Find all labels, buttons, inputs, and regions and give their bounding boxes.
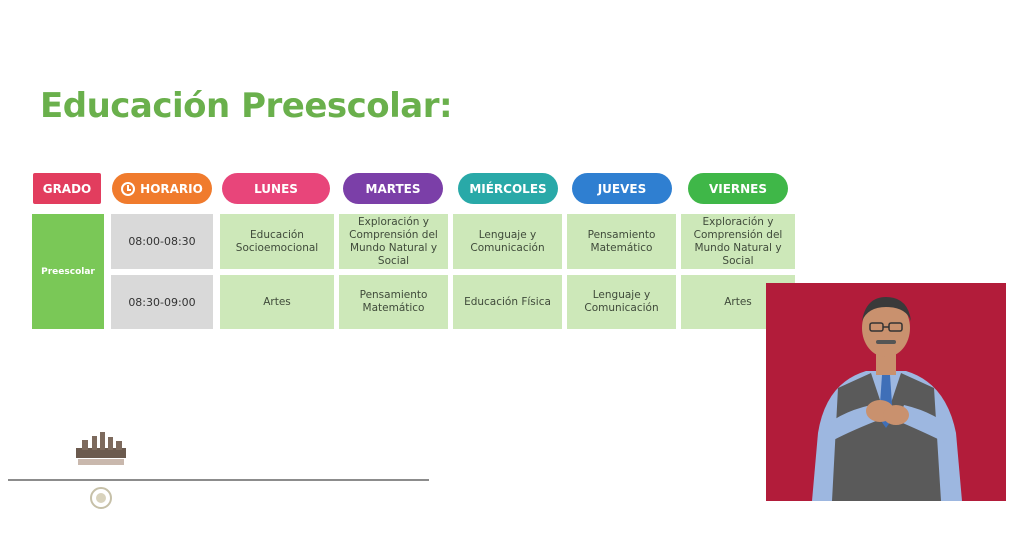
header-martes: MARTES: [343, 173, 443, 204]
grade-label: Preescolar: [41, 266, 95, 277]
header-jueves-label: JUEVES: [597, 181, 647, 196]
cell-row2-miercoles: Educación Física: [453, 275, 562, 329]
header-grado-label: GRADO: [42, 181, 92, 196]
grade-cell: Preescolar: [32, 214, 104, 329]
cell-row2-martes: Pensamiento Matemático: [339, 275, 448, 329]
header-jueves: JUEVES: [572, 173, 672, 204]
interpreter-video: [766, 283, 1006, 501]
header-miercoles-label: MIÉRCOLES: [469, 181, 547, 196]
cell-row1-martes: Exploración y Comprensión del Mundo Natu…: [339, 214, 448, 269]
cell-row2-jueves: Lenguaje y Comunicación: [567, 275, 676, 329]
header-horario-label: HORARIO: [140, 181, 203, 196]
header-lunes-label: LUNES: [254, 181, 298, 196]
header-viernes: VIERNES: [688, 173, 788, 204]
time-cell-row2: 08:30-09:00: [111, 275, 213, 329]
footer-divider: [8, 479, 429, 481]
clock-icon: [121, 181, 136, 196]
header-lunes: LUNES: [222, 173, 330, 204]
header-martes-label: MARTES: [365, 181, 421, 196]
cell-row2-lunes: Artes: [220, 275, 334, 329]
interpreter-figure: [766, 283, 1006, 501]
cell-row1-miercoles: Lenguaje y Comunicación: [453, 214, 562, 269]
header-grado: GRADO: [33, 173, 101, 204]
government-emblem-icon: [76, 432, 126, 509]
header-viernes-label: VIERNES: [708, 181, 768, 196]
cell-row1-lunes: Educación Socioemocional: [220, 214, 334, 269]
cell-row1-jueves: Pensamiento Matemático: [567, 214, 676, 269]
header-miercoles: MIÉRCOLES: [458, 173, 558, 204]
time-cell-row1: 08:00-08:30: [111, 214, 213, 269]
header-horario: HORARIO: [112, 173, 212, 204]
page-title: Educación Preescolar:: [40, 86, 453, 126]
cell-row1-viernes: Exploración y Comprensión del Mundo Natu…: [681, 214, 795, 269]
